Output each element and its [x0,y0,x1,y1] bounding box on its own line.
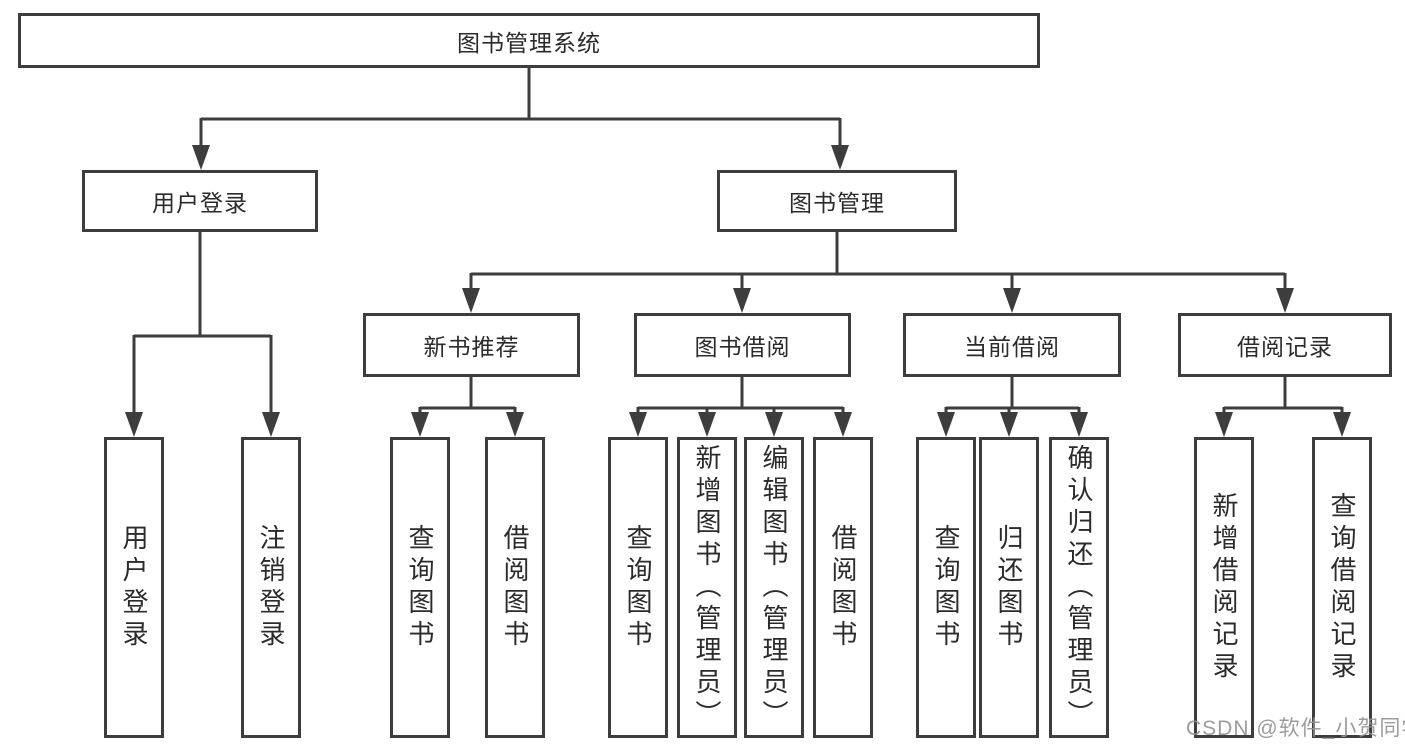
node-current-borrowing: 当前借阅 [903,313,1121,377]
leaf-label: 查询图书 [623,523,653,652]
leaf-query-borrow-record: 查询借阅记录 [1312,437,1372,738]
csdn-watermark: CSDN @软件_小贺同学 [1186,717,1405,740]
leaf-label: 确认归还（管理员） [1064,443,1094,732]
leaf-edit-books-admin: 编辑图书（管理员） [744,437,804,738]
arrowheads [125,145,1351,437]
tree-edges [132,68,1344,433]
leaf-borrow-books-borrowing: 借阅图书 [813,437,873,738]
leaf-query-books-borrowing: 查询图书 [608,437,668,738]
node-label: 图书管理 [789,190,885,216]
node-user-login: 用户登录 [82,170,318,232]
leaf-borrow-books-newbook: 借阅图书 [485,437,545,738]
leaf-label: 借阅图书 [500,523,530,652]
leaf-confirm-return-admin: 确认归还（管理员） [1049,437,1109,738]
node-label: 新书推荐 [423,334,520,360]
leaf-label: 查询图书 [405,523,435,652]
leaf-label: 新增借阅记录 [1209,491,1239,684]
node-new-book-recommendation: 新书推荐 [363,313,580,377]
leaf-add-borrow-record: 新增借阅记录 [1194,437,1254,738]
leaf-label: 注销登录 [256,523,286,652]
leaf-label: 借阅图书 [828,523,858,652]
node-borrowing-records: 借阅记录 [1178,313,1392,377]
node-book-management: 图书管理 [717,170,957,232]
node-book-borrowing: 图书借阅 [634,313,851,377]
leaf-label: 查询图书 [931,523,961,652]
leaf-label: 归还图书 [994,523,1024,652]
leaf-label: 查询借阅记录 [1327,491,1357,684]
leaf-label: 编辑图书（管理员） [759,443,789,732]
leaf-label: 用户登录 [119,523,149,652]
leaf-query-books-current: 查询图书 [916,437,976,738]
leaf-user-login: 用户登录 [104,437,164,738]
node-label: 用户登录 [152,190,248,216]
node-library-management-system: 图书管理系统 [18,13,1040,68]
node-label: 图书借阅 [694,334,791,360]
node-label: 当前借阅 [964,334,1060,360]
node-label: 借阅记录 [1237,334,1333,360]
leaf-logout: 注销登录 [241,437,301,738]
leaf-label: 新增图书（管理员） [692,443,722,732]
leaf-return-books: 归还图书 [979,437,1039,738]
leaf-add-books-admin: 新增图书（管理员） [677,437,737,738]
leaf-query-books-newbook: 查询图书 [390,437,450,738]
node-label: 图书管理系统 [457,29,601,56]
